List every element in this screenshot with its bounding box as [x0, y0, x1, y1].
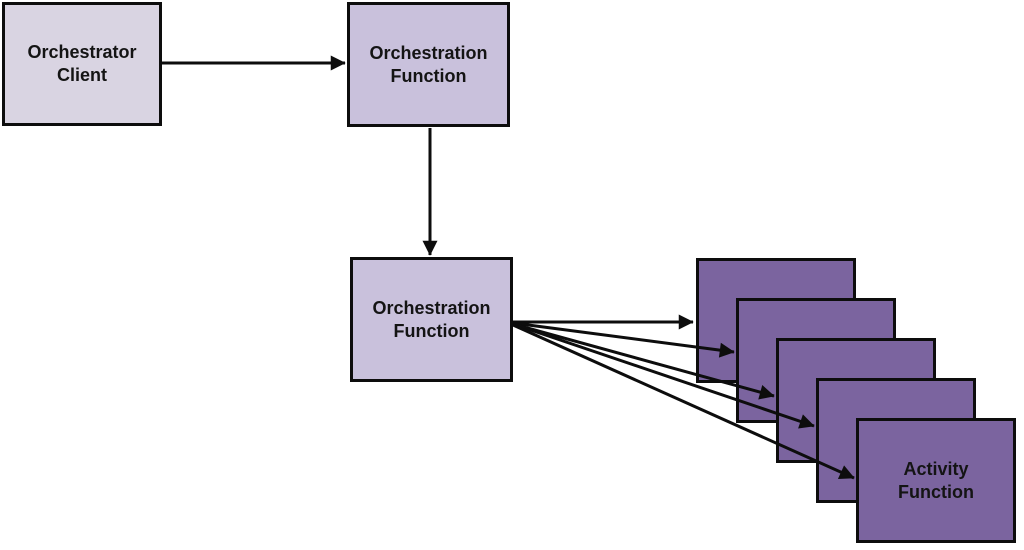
node-orchestrator-client: Orchestrator Client [2, 2, 162, 126]
node-orchestration-function-mid: Orchestration Function [350, 257, 513, 382]
node-activity-function-label: Activity Function [898, 458, 974, 502]
node-orchestrator-client-label: Orchestrator Client [27, 42, 137, 85]
node-orchestration-function-top-label: Orchestration Function [369, 42, 488, 86]
node-activity-function: Activity Function [856, 418, 1016, 543]
node-orchestration-function-mid-label: Orchestration Function [372, 297, 491, 341]
node-orchestration-function-top: Orchestration Function [347, 2, 510, 127]
